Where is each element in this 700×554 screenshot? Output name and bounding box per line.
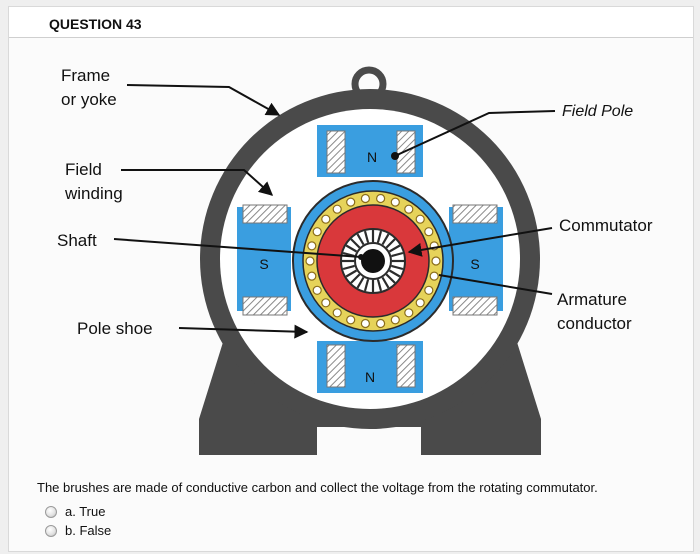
armature-conductor bbox=[431, 256, 441, 266]
leader-frame bbox=[126, 84, 281, 116]
leader-shaft bbox=[113, 238, 362, 258]
armature-conductor bbox=[429, 271, 439, 281]
answer-label-false: b. False bbox=[65, 523, 112, 538]
commutator-segment bbox=[345, 269, 358, 278]
dc-motor-diagram: N N S S Frame or yoke Field Pole Field w… bbox=[57, 66, 653, 455]
pole-label-bottom: N bbox=[365, 369, 375, 385]
armature-conductor bbox=[305, 256, 315, 266]
pole-label-left: S bbox=[259, 256, 268, 272]
label-shaft: Shaft bbox=[57, 231, 97, 250]
armature-conductor bbox=[404, 308, 414, 318]
armature-conductor bbox=[346, 315, 356, 325]
commutator-segment bbox=[363, 230, 370, 243]
label-field-winding-line2: winding bbox=[64, 184, 123, 203]
leader-armature bbox=[438, 274, 553, 295]
commutator-segment bbox=[385, 273, 396, 284]
leader-field-pole-dot bbox=[391, 152, 399, 160]
answer-label-true: a. True bbox=[65, 504, 106, 519]
field-pole-left bbox=[237, 204, 291, 316]
commutator-segment bbox=[356, 233, 365, 246]
pole-label-top: N bbox=[367, 149, 377, 165]
label-armature-line1: Armature bbox=[557, 290, 627, 309]
armature-conductor bbox=[321, 214, 331, 224]
label-armature-line2: conductor bbox=[557, 314, 632, 333]
label-frame: Frame or yoke bbox=[61, 66, 117, 109]
armature-conductor bbox=[376, 318, 386, 329]
armature-conductor bbox=[415, 214, 425, 224]
leader-field-winding bbox=[121, 169, 274, 196]
armature-conductor bbox=[312, 285, 322, 295]
armature-conductor bbox=[307, 241, 317, 251]
question-title: QUESTION 43 bbox=[49, 16, 142, 32]
armature-conductor bbox=[390, 197, 400, 207]
pole-label-right: S bbox=[470, 256, 479, 272]
armature-conductor bbox=[424, 285, 434, 295]
question-header: QUESTION 43 bbox=[9, 7, 693, 38]
armature-conductor bbox=[321, 298, 331, 308]
label-commutator: Commutator bbox=[559, 216, 653, 235]
commutator-segment bbox=[350, 238, 361, 249]
radio-false[interactable] bbox=[45, 524, 57, 537]
commutator-segment bbox=[381, 276, 390, 289]
armature-conductor bbox=[415, 298, 425, 308]
armature-conductor bbox=[424, 227, 434, 237]
commutator-segment bbox=[391, 264, 404, 271]
label-frame-line2: or yoke bbox=[61, 90, 117, 109]
commutator-segment bbox=[350, 273, 361, 284]
commutator-segment bbox=[356, 276, 365, 289]
label-field-winding-line1: Field bbox=[65, 160, 102, 179]
armature-conductor bbox=[376, 193, 386, 204]
label-field-pole: Field Pole bbox=[562, 103, 633, 120]
shaft bbox=[361, 249, 385, 273]
armature-conductor bbox=[404, 204, 414, 214]
commutator-segments bbox=[342, 230, 404, 292]
label-armature: Armature conductor bbox=[557, 290, 632, 333]
question-text: The brushes are made of conductive carbo… bbox=[37, 480, 598, 495]
commutator-segment bbox=[342, 264, 355, 271]
armature-conductor bbox=[332, 204, 342, 214]
field-pole-bottom bbox=[317, 341, 423, 393]
commutator-segment bbox=[363, 279, 370, 292]
radio-true[interactable] bbox=[45, 505, 57, 518]
armature-conductor bbox=[332, 308, 342, 318]
label-pole-shoe: Pole shoe bbox=[77, 319, 153, 338]
leader-pole-shoe bbox=[178, 324, 309, 339]
label-frame-line1: Frame bbox=[61, 66, 110, 85]
armature-conductor bbox=[360, 193, 370, 204]
commutator-segment bbox=[391, 251, 404, 258]
armature-conductor bbox=[360, 318, 370, 329]
armature-conductor bbox=[312, 227, 322, 237]
commutator-segment bbox=[376, 279, 383, 292]
answer-option-true[interactable]: a. True bbox=[45, 504, 105, 519]
armature-conductor bbox=[390, 315, 400, 325]
leader-commutator bbox=[407, 227, 553, 257]
armature-conductor bbox=[346, 197, 356, 207]
commutator-segment bbox=[345, 244, 358, 253]
commutator-segment bbox=[376, 230, 383, 243]
armature-conductor bbox=[307, 271, 317, 281]
commutator-segment bbox=[388, 244, 401, 253]
leader-field-pole bbox=[396, 110, 556, 156]
leader-shaft-dot bbox=[358, 254, 364, 260]
question-panel: QUESTION 43 bbox=[8, 6, 694, 552]
field-pole-right bbox=[449, 204, 503, 316]
label-field-winding: Field winding bbox=[64, 160, 123, 203]
commutator-segment bbox=[385, 238, 396, 249]
answer-option-false[interactable]: b. False bbox=[45, 523, 111, 538]
commutator-segment bbox=[381, 233, 390, 246]
commutator-segment bbox=[388, 269, 401, 278]
